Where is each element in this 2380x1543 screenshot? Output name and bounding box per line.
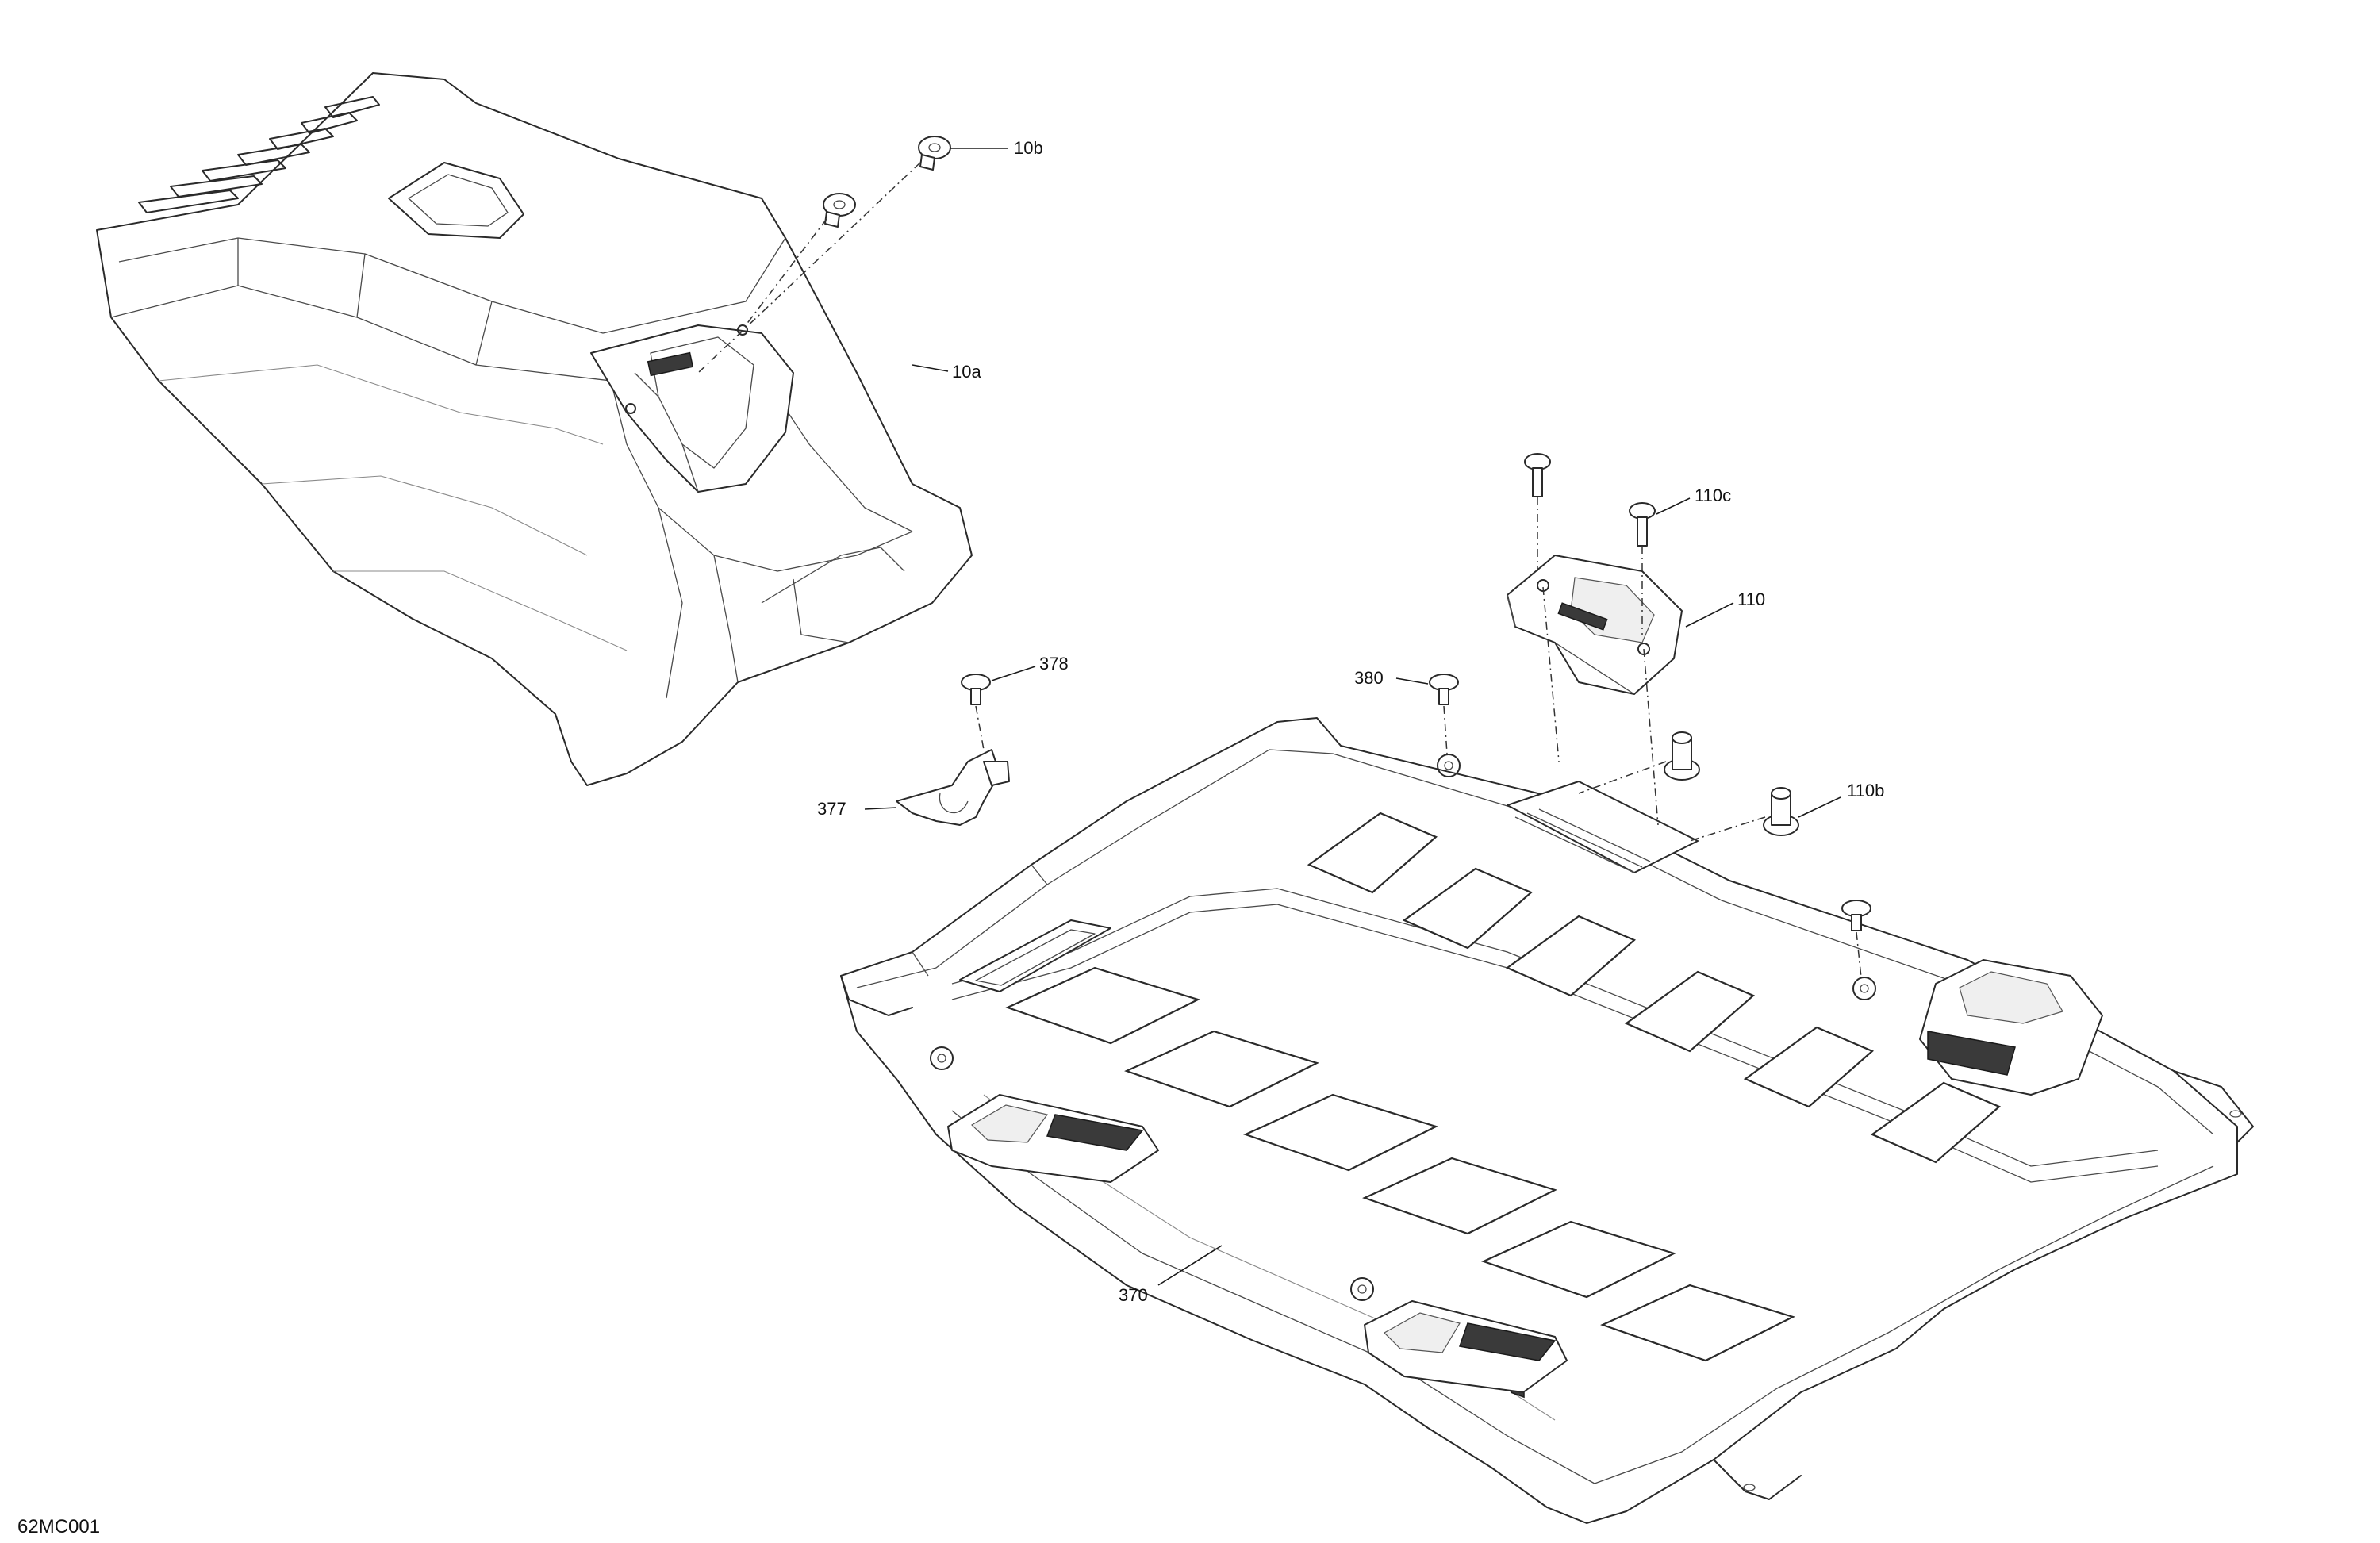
part-377-clamp [896,749,1010,826]
callout-377: 377 [817,799,846,819]
fastener-rivet-right [1841,900,1871,931]
part-10a-cover [96,72,973,786]
fastener-110c-a [1524,453,1551,497]
callout-110: 110 [1737,589,1765,609]
skid-foot-block-left [947,1094,1159,1183]
cover-top-handle [388,162,524,239]
cover-front-handle [590,324,794,493]
nut-110b-a [1664,731,1700,781]
part-110-bracket [1507,555,1683,695]
callout-110b: 110b [1847,781,1884,800]
fastener-10b-upper [918,136,951,171]
callout-370: 370 [1119,1285,1148,1305]
skid-foot-block-center [1364,1300,1568,1393]
fastener-380 [1429,674,1459,705]
leader-lines [864,148,1841,1286]
fastener-10b-lower [823,193,856,228]
skid-pads-upper-row [1307,812,2002,1164]
cover-fins [138,96,380,213]
callout-10b: 10b [1014,138,1043,158]
figure-reference: 62MC001 [17,1516,100,1537]
fastener-110c-b [1629,502,1656,547]
callout-380: 380 [1354,668,1384,688]
callout-378: 378 [1039,654,1069,674]
skid-foot-block-right [1919,959,2103,1096]
callout-10a: 10a [952,362,981,382]
nut-110b-b [1763,787,1799,836]
fastener-378 [961,674,991,705]
skid-pads-lower-row [1005,966,1795,1362]
callout-labels: 10b 10a 110c 110 378 380 377 110b 370 [817,138,1884,1305]
callout-110c: 110c [1695,486,1731,505]
